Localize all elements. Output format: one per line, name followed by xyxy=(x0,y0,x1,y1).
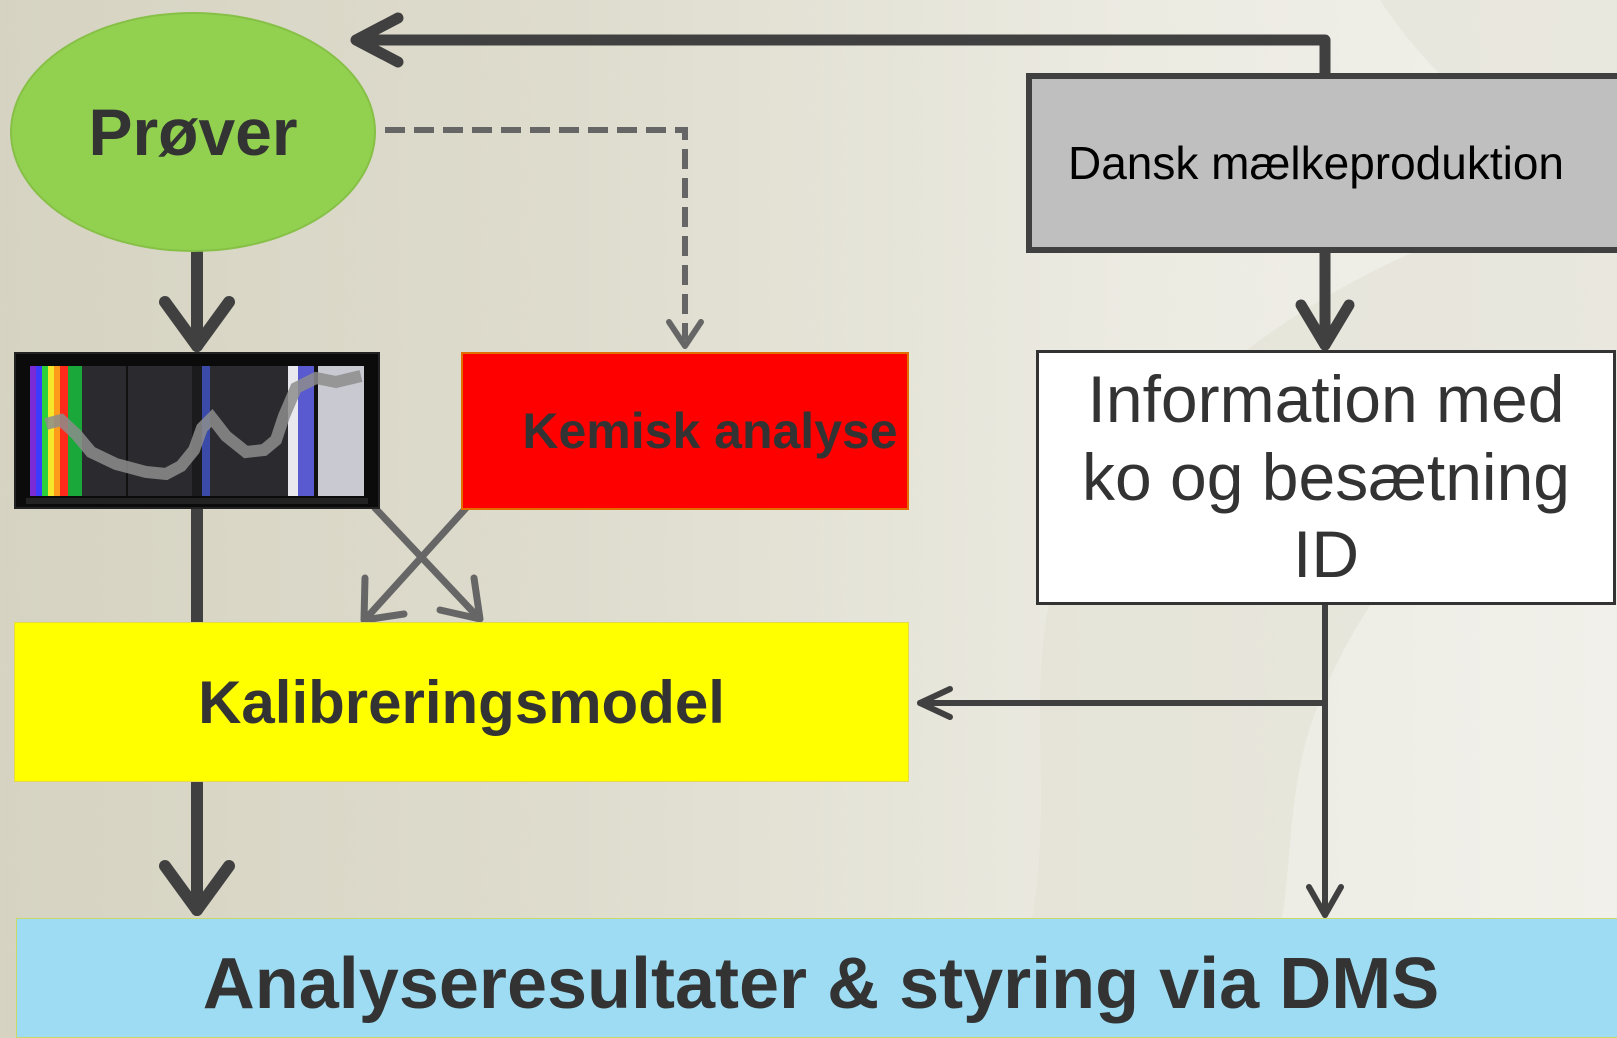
arrow-dansk-to-prover xyxy=(350,12,1331,81)
arrow-kemisk-to-kalibrering xyxy=(360,504,470,624)
node-prover: Prøver xyxy=(10,12,376,252)
node-analyseresultater: Analyseresultater & styring via DMS xyxy=(16,918,1617,1038)
arrow-prover-to-kemisk-dashed xyxy=(385,127,704,349)
arrow-kalibrering-to-analyse xyxy=(159,777,235,916)
arrow-prover-to-spectrum xyxy=(159,247,235,352)
node-information-ko-besaetning: Information med ko og besætning ID xyxy=(1036,350,1616,605)
node-kalibreringsmodel: Kalibreringsmodel xyxy=(14,622,909,782)
arrow-spectrum-to-kalibrering xyxy=(371,504,484,623)
node-kemisk-analyse: Kemisk analyse xyxy=(461,352,909,510)
arrow-information-to-kalibrering xyxy=(917,686,1328,720)
spectrum-chart-thumbnail-icon xyxy=(14,352,380,509)
spectrum-image xyxy=(16,354,378,507)
arrow-dansk-to-information xyxy=(1295,247,1355,351)
node-dansk-maelkeproduktion: Dansk mælkeproduktion xyxy=(1026,73,1617,253)
arrow-information-to-analyse xyxy=(1306,602,1344,918)
